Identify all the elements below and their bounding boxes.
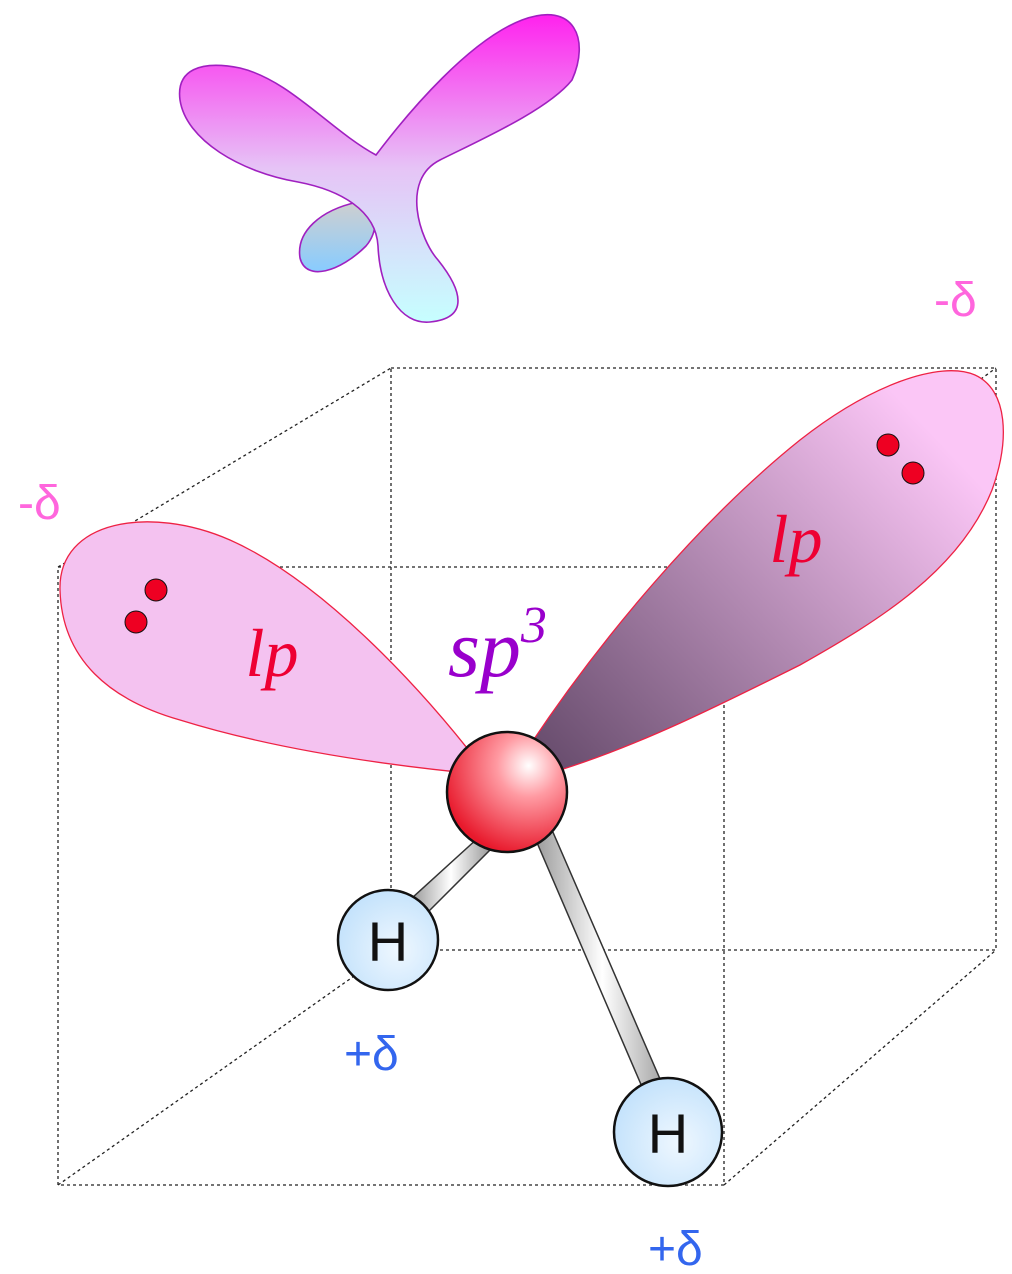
cube-edge — [723, 949, 997, 1186]
lone-pair-electrons-right — [876, 433, 925, 485]
charge-label-h-left: +δ — [344, 1028, 399, 1081]
hydrogen-atom-left: H — [336, 888, 440, 992]
hydrogen-circle — [336, 888, 440, 992]
lone-pair-label-left: lp — [246, 615, 299, 691]
hydrogen-atom-bottom: H — [612, 1076, 724, 1188]
cube-edge — [57, 367, 392, 568]
oxygen-atom — [445, 730, 569, 854]
electron — [901, 461, 925, 485]
charge-label-h-bottom: +δ — [648, 1223, 703, 1274]
tetrahedral-orbital-icon — [178, 13, 581, 323]
charge-label-top-right: -δ — [934, 274, 977, 327]
bond-oh-bottom — [534, 828, 671, 1111]
cube-back-face — [390, 367, 997, 951]
hybridization-superscript: 3 — [520, 597, 547, 654]
hydrogen-label-left: H — [368, 910, 408, 973]
lone-pair-electrons-left — [124, 578, 168, 634]
cube-edge — [57, 949, 392, 1186]
electron — [144, 578, 168, 602]
hybridization-text: sp — [448, 603, 521, 694]
orbital-icon — [178, 13, 581, 323]
electron — [124, 610, 148, 634]
lone-pair-lobe-left — [59, 521, 490, 776]
hydrogen-label-bottom: H — [648, 1102, 688, 1165]
electron — [876, 433, 900, 457]
charge-label-left: -δ — [18, 477, 61, 530]
lone-pair-lobe-right — [529, 370, 1004, 771]
hybridization-label: sp3 — [448, 597, 547, 694]
hydrogen-circle — [612, 1076, 724, 1188]
bond-oh-left — [410, 836, 492, 914]
lone-pair-label-right: lp — [770, 501, 823, 577]
